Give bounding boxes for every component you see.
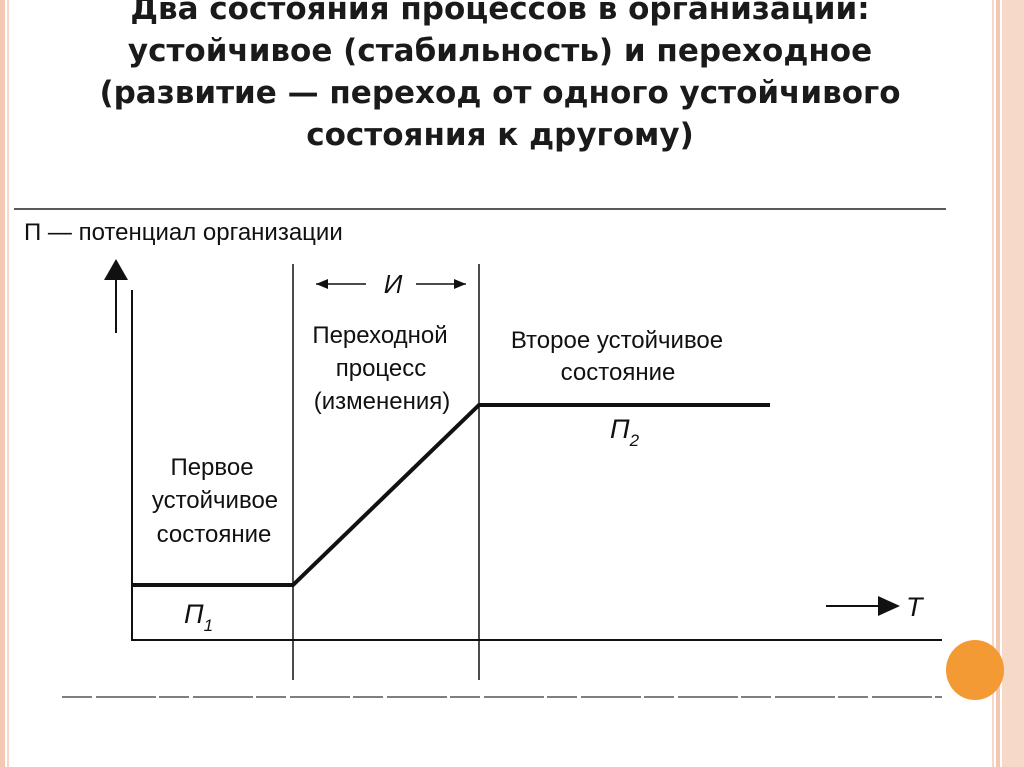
phase-first-line-2: устойчивое (152, 487, 278, 514)
phase-second-line-2: состояние (561, 359, 676, 386)
level-1-label: П1 (184, 599, 213, 635)
t-axis-label: T (906, 592, 925, 622)
left-edge-stripe (0, 0, 5, 767)
right-edge-stripe (1002, 0, 1024, 767)
title-line-3: (развитие — переход от одного устойчивог… (99, 75, 901, 111)
phase-second-line-1: Второе устойчивое (511, 327, 723, 354)
slide-title: Два состояния процессов в организации: у… (20, 0, 980, 156)
right-edge-stripe-mid (996, 0, 1000, 767)
level-2-letter: П (610, 414, 630, 444)
y-arrow-head (104, 259, 128, 280)
level-2-label: П2 (610, 414, 640, 450)
phase-transition-line-2: процесс (336, 355, 427, 382)
t-arrow-head (878, 596, 900, 616)
title-line-2: устойчивое (стабильность) и переходное (127, 33, 873, 69)
potential-curve (132, 403, 770, 587)
phase-transition-line-3: (изменения) (314, 388, 451, 415)
level-1-letter: П (184, 599, 204, 629)
title-line-1: Два состояния процессов в организации: (130, 0, 870, 27)
interval-label: И (384, 269, 403, 299)
accent-circle (946, 640, 1004, 700)
left-edge-stripe-thin (7, 0, 9, 767)
title-line-4: состояния к другому) (306, 117, 694, 153)
interval-arrow-right-head (454, 279, 466, 289)
y-axis-label: П — потенциал организации (24, 219, 343, 246)
level-1-index: 1 (204, 616, 213, 635)
phase-first-line-1: Первое (170, 454, 253, 481)
level-2-index: 2 (629, 431, 640, 450)
interval-arrow-left-head (316, 279, 328, 289)
phase-first-line-3: состояние (157, 521, 272, 548)
phase-transition-line-1: Переходной (312, 322, 447, 349)
right-edge-stripe-thin (992, 0, 994, 767)
